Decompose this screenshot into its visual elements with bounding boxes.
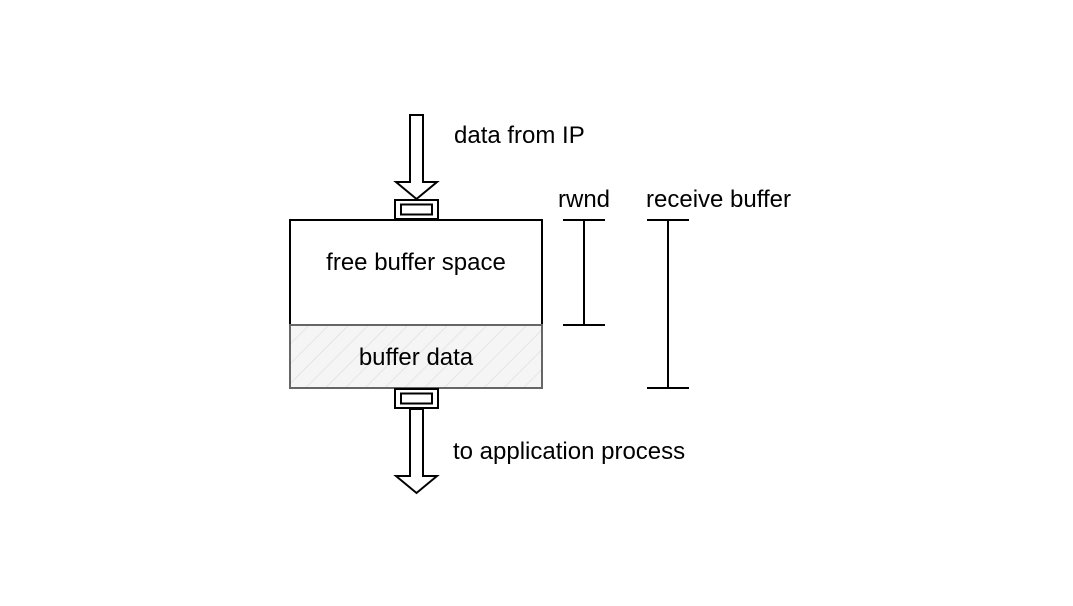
buffer-data-block [289,324,543,389]
free-buffer-space-label: free buffer space [326,249,506,276]
rwnd-label: rwnd [558,186,611,213]
buffer-data-label: buffer data [358,344,474,371]
receive-buffer-bracket [647,219,689,389]
input-label: data from IP [454,122,585,149]
receive-buffer-label: receive buffer [646,186,791,213]
free-buffer-space-block [289,219,543,326]
rwnd-bracket [563,219,605,326]
bottom-connector [394,388,439,409]
output-label: to application process [453,438,686,465]
top-connector [394,199,439,220]
incoming-data-arrow [393,114,440,201]
outgoing-data-arrow [393,408,440,495]
